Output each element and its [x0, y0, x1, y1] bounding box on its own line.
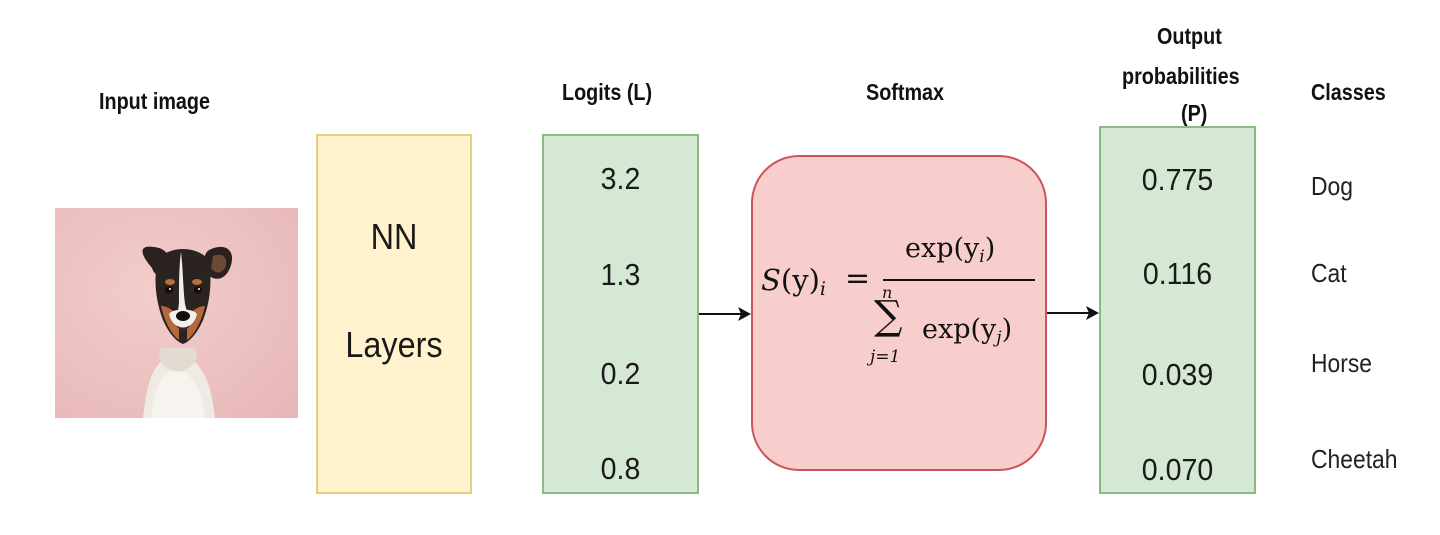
formula-sum-upper: n: [882, 283, 893, 302]
formula-denominator-close: ): [1001, 314, 1013, 345]
formula-lhs-y: (y): [780, 263, 820, 297]
dog-illustration: [142, 246, 233, 418]
class-label: Cat: [1311, 258, 1347, 288]
class-label: Horse: [1311, 348, 1373, 378]
formula-numerator-close: ): [984, 233, 996, 264]
class-label: Dog: [1311, 171, 1353, 201]
formula-lhs-s: S: [761, 263, 781, 297]
header-output-line3: (P): [1181, 100, 1208, 126]
formula-lhs: S(y)i: [761, 263, 826, 300]
header-logits: Logits (L): [562, 79, 653, 105]
logit-value: 3.2: [600, 161, 641, 196]
formula-sum-symbol: ∑: [874, 293, 903, 339]
nn-label-line1: NN: [370, 216, 418, 257]
header-output-line2: probabilities: [1122, 63, 1240, 89]
arrow-logits-to-softmax: [699, 307, 751, 321]
logit-value: 0.8: [600, 451, 641, 486]
logits-box: 3.2 1.3 0.2 0.8: [542, 134, 699, 494]
formula-sum-lower: j=1: [870, 347, 901, 367]
logit-value: 0.2: [600, 356, 641, 391]
header-softmax: Softmax: [866, 79, 945, 105]
probability-value: 0.775: [1141, 162, 1214, 197]
input-dog-image: [55, 208, 298, 418]
probability-value: 0.039: [1141, 357, 1214, 392]
formula-denominator-sub: j: [996, 328, 1002, 348]
arrow-softmax-to-output: [1047, 306, 1099, 320]
formula-equals: =: [845, 261, 871, 296]
nn-layers-box: NN Layers: [316, 134, 472, 494]
formula-denominator: exp(yj): [922, 314, 1012, 348]
probability-value: 0.070: [1141, 452, 1214, 487]
class-label: Cheetah: [1311, 444, 1398, 474]
formula-numerator-sub: i: [979, 247, 985, 267]
probability-value: 0.116: [1142, 256, 1213, 291]
output-probabilities-box: 0.775 0.116 0.039 0.070: [1099, 126, 1256, 494]
formula-lhs-sub: i: [819, 278, 826, 300]
softmax-box: S(y)i = exp(yi) n ∑ j=1 exp(yj): [751, 155, 1047, 471]
formula-fraction-bar: [883, 279, 1035, 281]
nn-label-line2: Layers: [345, 324, 443, 365]
formula-denominator-text: exp(y: [922, 314, 997, 345]
header-classes: Classes: [1311, 79, 1386, 105]
formula-numerator: exp(yi): [905, 233, 995, 267]
header-input-image: Input image: [99, 88, 210, 114]
formula-numerator-text: exp(y: [905, 233, 980, 264]
logit-value: 1.3: [600, 257, 641, 292]
header-output-line1: Output: [1157, 23, 1222, 49]
